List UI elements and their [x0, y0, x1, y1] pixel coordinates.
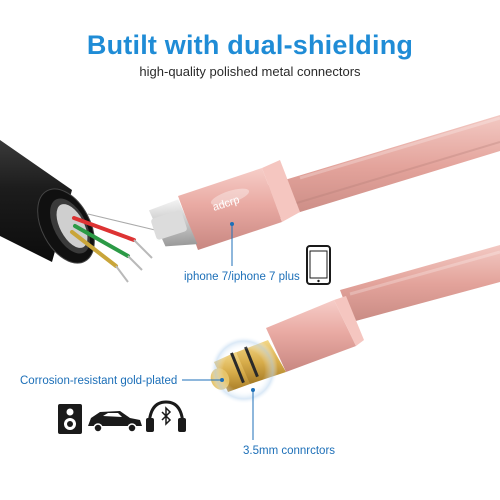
jack-size-label: 3.5mm connrctors [243, 445, 336, 457]
bluetooth-headphones-icon [146, 400, 186, 432]
lightning-connector [148, 160, 300, 250]
headline: Butilt with dual-shielding [86, 30, 414, 60]
gold-plated-label: Corrosion-resistant gold-plated [20, 375, 178, 387]
braided-cable-lower [340, 245, 500, 322]
braided-cable-upper [268, 115, 500, 220]
aux-plug [210, 296, 364, 404]
speaker-icon [58, 404, 82, 434]
phone-icon [306, 245, 331, 285]
cable-cross-section [0, 140, 156, 283]
subheadline: high-quality polished metal connectors [139, 64, 361, 79]
car-icon [88, 411, 142, 433]
iphone-compatibility-label: iphone 7/iphone 7 plus [184, 271, 300, 283]
callout-lines [182, 222, 255, 440]
